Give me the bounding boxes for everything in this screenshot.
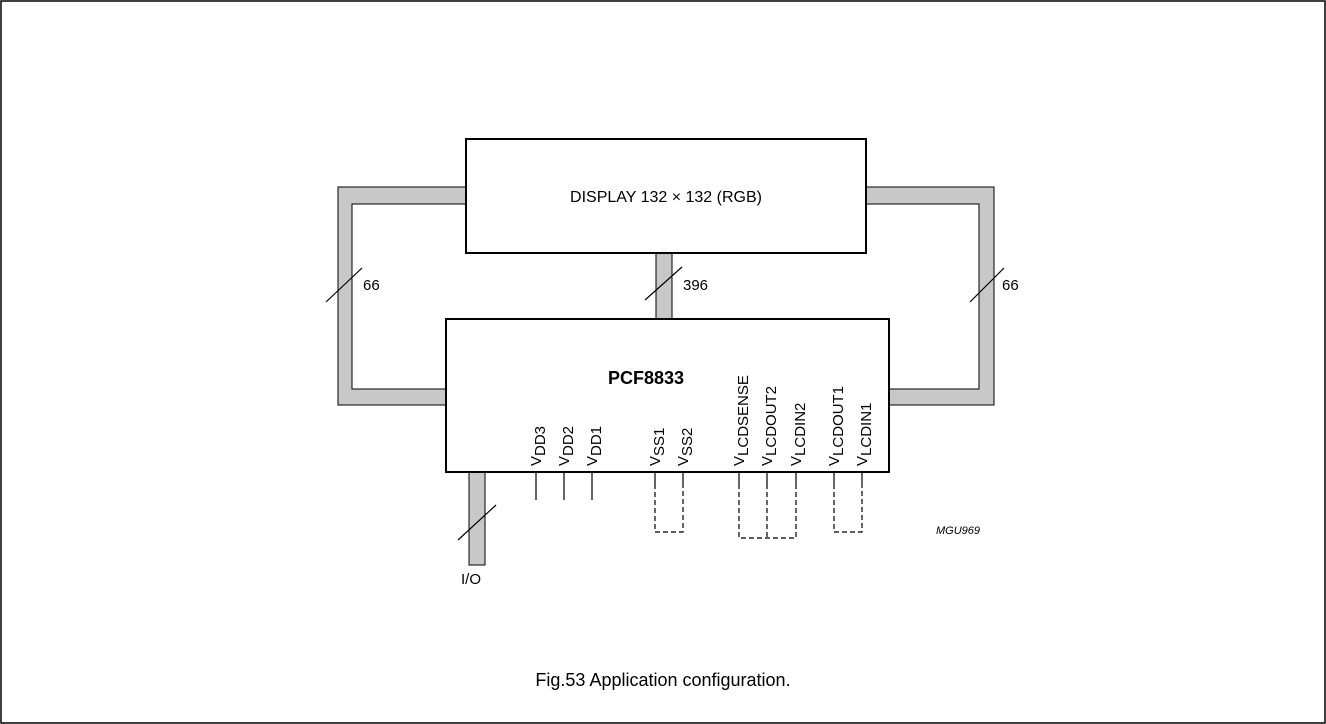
pin-label-sub: DD1 [588,426,605,456]
pin-labels: VDD3VDD2VDD1VSS1VSS2VLCDSENSEVLCDOUT2VLC… [528,375,875,466]
pin-label-vlcdin2: VLCDIN2 [788,403,809,466]
center-bus-width: 396 [683,277,708,294]
right-bus-width: 66 [1002,277,1019,294]
pin-label-main: V [556,456,573,466]
vlcd1-dashed-connection [833,472,863,533]
pin-stubs [535,472,593,500]
pin-label-main: V [731,456,748,466]
center-bus-slash [644,266,683,301]
pin-label-sub: SS2 [679,428,696,456]
pin-label-main: V [854,456,871,466]
pin-label-vlcdout2: VLCDOUT2 [759,386,780,466]
pin-label-vlcdsense: VLCDSENSE [731,375,752,466]
pin-label-main: V [647,456,664,466]
io-bus [457,471,497,566]
pin-label-sub: LCDIN2 [792,403,809,456]
display-label: DISPLAY 132 × 132 (RGB) [570,189,762,206]
pin-label-vss2: VSS2 [675,428,696,466]
vlcd2-dashed-connection [738,472,797,539]
pin-label-vlcdin1: VLCDIN1 [854,403,875,466]
pin-label-vdd3: VDD3 [528,426,549,466]
pin-label-main: V [759,456,776,466]
left-bus-slash [325,267,363,303]
pin-label-main: V [528,456,545,466]
display-box [465,138,867,254]
figure-reference: MGU969 [936,525,980,537]
pin-label-main: V [675,456,692,466]
pcf8833-chip [445,318,890,473]
pin-label-main: V [788,456,805,466]
pin-label-sub: LCDOUT1 [830,386,847,456]
pin-label-sub: LCDOUT2 [763,386,780,456]
io-bus-slash [457,504,497,541]
chip-label: PCF8833 [608,368,684,388]
pin-label-sub: LCDSENSE [735,375,752,456]
pin-label-sub: DD3 [532,426,549,456]
pin-label-main: V [826,456,843,466]
pin-label-vss1: VSS1 [647,428,668,466]
right-bus-slash [969,267,1005,303]
pin-label-sub: SS1 [651,428,668,456]
center-bus [644,252,683,320]
io-label: I/O [461,571,481,588]
pin-label-vdd2: VDD2 [556,426,577,466]
pin-label-sub: LCDIN1 [858,403,875,456]
left-bus-width: 66 [363,277,380,294]
pin-label-vlcdout1: VLCDOUT1 [826,386,847,466]
pin-label-vdd1: VDD1 [584,426,605,466]
vss-dashed-connection [654,472,684,533]
figure-caption: Fig.53 Application configuration. [535,670,790,690]
pin-label-sub: DD2 [560,426,577,456]
pin-label-main: V [584,456,601,466]
